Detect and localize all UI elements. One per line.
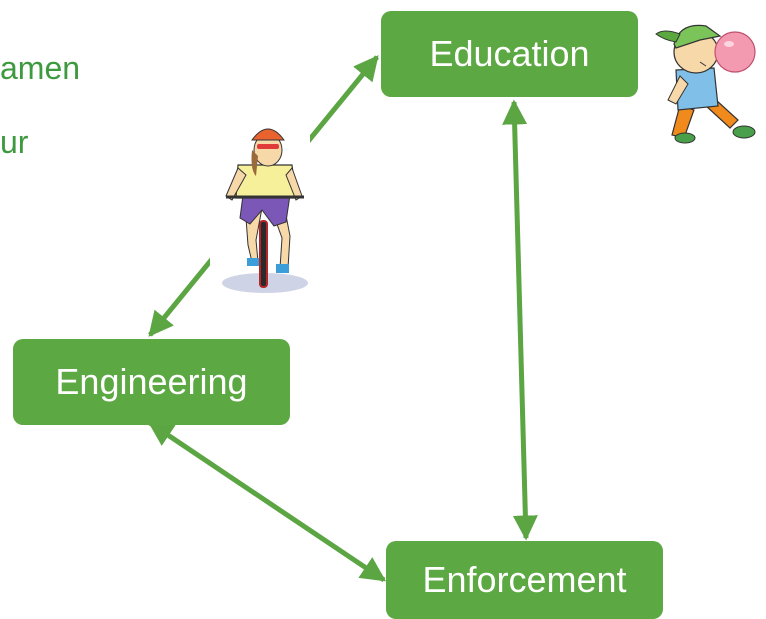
arrow-education-enforcement [502,99,538,541]
education-label: Education [429,33,590,74]
engineering-box: Engineering [13,339,290,425]
partial-text-line-1: amen [0,50,81,86]
enforcement-label: Enforcement [422,559,627,600]
partial-text-line-2: ur [0,124,29,160]
arrow-engineering-enforcement [147,420,387,583]
engineering-label: Engineering [55,361,248,402]
enforcement-box: Enforcement [386,541,663,619]
education-box: Education [381,11,638,97]
